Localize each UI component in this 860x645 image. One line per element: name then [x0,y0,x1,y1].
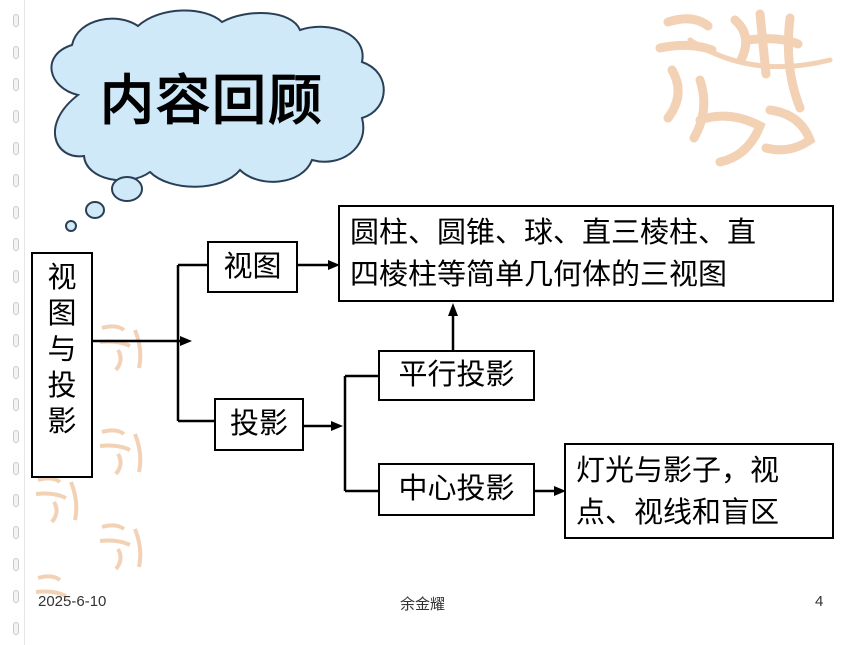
root-char: 图 [47,296,77,330]
watermark-seal [655,9,833,167]
node-central: 中心投影 [378,463,535,516]
watermark-small [35,324,143,598]
footer-page-number: 4 [815,593,824,610]
light-line: 点、视线和盲区 [576,495,780,529]
node-projection: 投影 [214,398,304,451]
binding-rule [24,0,25,645]
solids-line: 圆柱、圆锥、球、直三棱柱、直 [350,215,757,249]
root-char: 视 [47,260,77,294]
root-node: 视 图 与 投 影 [31,252,93,478]
node-light: 灯光与影子，视 点、视线和盲区 [564,443,834,539]
footer-date: 2025-6-10 [38,593,107,610]
page-title: 内容回顾 [100,69,324,132]
light-line: 灯光与影子，视 [576,453,780,487]
connectors [92,260,566,496]
footer-author: 余金耀 [400,596,446,613]
node-solids: 圆柱、圆锥、球、直三棱柱、直 四棱柱等简单几何体的三视图 [338,205,834,302]
solids-line: 四棱柱等简单几何体的三视图 [350,257,728,291]
title-cloud [50,9,385,232]
root-char: 与 [47,332,77,366]
node-view: 视图 [207,241,298,293]
node-parallel: 平行投影 [378,350,535,401]
root-char: 影 [47,404,77,438]
root-char: 投 [47,368,77,402]
